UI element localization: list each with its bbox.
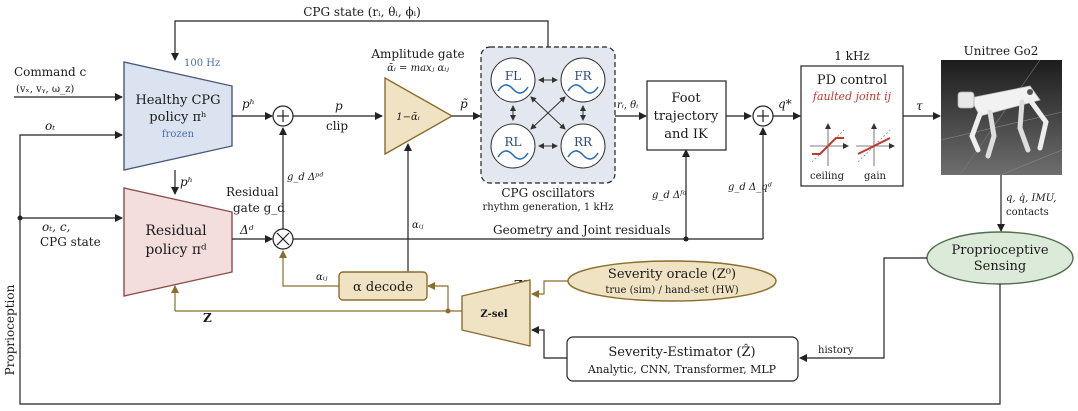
ph-top-label: pʰ [242,97,255,111]
gd-delta-p-label: g_d Δᵖᵈ [287,172,323,183]
p-label: p [335,99,343,113]
alpha-ij-up-label: αᵢⱼ [412,220,424,231]
oscillator-rr: RR [560,123,606,169]
osc-fl-label: FL [505,69,521,83]
amplitude-gate-inner: 1−ᾱᵢ [396,112,420,123]
residual-gate-label-1: Residual [226,185,279,199]
residual-inputs: oₜ, c, [42,220,70,234]
amplitude-gate-title: Amplitude gate [370,47,464,61]
alpha-decode-label: α decode [353,280,413,295]
residual-policy-line1: Residual [145,223,207,239]
amplitude-gate: Amplitude gate ᾱᵢ = maxⱼ αᵢⱼ 1−ᾱᵢ [370,47,465,156]
oscillator-fl: FL [490,57,536,103]
osc-fr-label: FR [574,69,592,83]
obs-label: oₜ [45,119,55,133]
healthy-policy-line2: policy πʰ [149,110,206,125]
pd-control-block: 1 kHz PD control faulted joint ij ceilin… [800,49,904,187]
proprioceptive-sensing: Proprioceptive Sensing [926,231,1074,285]
sensing-inputs-1: q, q̇, IMU, [1006,193,1056,204]
multiply-node [272,228,294,250]
oscillator-fr: FR [560,57,606,103]
foot-ik-block: Foot trajectory and IK [646,80,727,151]
pd-fault-label: faulted joint ij [812,90,892,103]
command-vars: (vₓ, vᵧ, ω_z) [16,84,74,95]
pd-title: PD control [817,73,887,88]
estimator-line1: Severity-Estimator (Ẑ) [608,344,755,360]
robot-image: Unitree Go2 [940,44,1063,176]
cpg-caption-2: rhythm generation, 1 kHz [482,202,613,213]
cpg-caption-1: CPG oscillators [501,186,594,200]
residual-gate-label-2: gate g_d [233,201,285,215]
alpha-decode-block: α decode [338,271,428,301]
healthy-policy-block: 100 Hz Healthy CPG policy πʰ frozen [123,58,233,171]
alpha-ij-left-label: αᵢⱼ [316,272,328,283]
observation-input: oₜ oₜ, c, CPG state Proprioception [3,119,123,395]
gain-label: gain [864,171,887,182]
sum-node [272,105,294,127]
z-select-block: Z-sel [461,279,531,347]
sensing-line2: Sensing [974,259,1027,274]
r-theta-label: rᵢ, θᵢ [617,100,638,111]
oscillator-rl: RL [490,123,536,169]
q-star-label: q* [778,97,792,111]
gd-delta-f-label: g_d Δᶠᵈ [652,190,687,201]
ceiling-label: ceiling [810,171,845,182]
sum-node-2 [752,105,774,127]
sensing-inputs-2: contacts [1006,207,1049,218]
gd-delta-q-label: g_d Δ_qᵈ [728,182,772,193]
robot-dog-icon [957,85,1049,159]
command-label: Command c [14,65,87,79]
delta-d-label: Δᵈ [239,223,254,237]
oracle-line1: Severity oracle (Z⁰) [608,267,736,282]
sensing-line1: Proprioceptive [951,243,1048,258]
residual-policy-line2: policy πᵈ [145,242,207,258]
residual-policy-block: Residual policy πᵈ [123,187,233,297]
history-label: history [818,345,854,356]
healthy-policy-line1: Healthy CPG [135,93,220,108]
gain-plot-icon [856,123,895,166]
z-label: Z [203,311,212,325]
healthy-policy-rate: 100 Hz [184,58,220,69]
ceiling-plot-icon [810,123,849,166]
command-input: Command c (vₓ, vᵧ, ω_z) [14,65,123,101]
severity-estimator: Severity-Estimator (Ẑ) Analytic, CNN, Tr… [566,336,799,382]
proprioception-label: Proprioception [3,284,17,375]
cpg-state-feedback: CPG state (rᵢ, θᵢ, ϕᵢ) [171,5,549,61]
estimator-line2: Analytic, CNN, Transformer, MLP [587,363,777,376]
zsel-label: Z-sel [480,309,507,320]
osc-rr-label: RR [574,135,593,149]
ph-down-label: pʰ [180,175,193,189]
pd-rate: 1 kHz [834,49,870,63]
healthy-policy-frozen: frozen [162,129,195,140]
cpg-state-label: CPG state (rᵢ, θᵢ, ϕᵢ) [303,5,421,19]
clip-label: clip [326,119,348,133]
severity-oracle: Severity oracle (Z⁰) true (sim) / hand-s… [567,260,777,302]
amplitude-gate-formula: ᾱᵢ = maxⱼ αᵢⱼ [387,63,449,74]
robot-title: Unitree Go2 [964,44,1039,58]
cpg-oscillators: FL FR RL RR [480,46,616,184]
geometry-label: Geometry and Joint residuals [493,223,671,237]
oracle-line2: true (sim) / hand-set (HW) [605,285,738,296]
foot-ik-line3: and IK [664,127,708,142]
tau-label: τ [916,99,923,113]
foot-ik-line1: Foot [671,91,701,106]
residual-inputs-cpg: CPG state [40,235,101,249]
ptilde-label: p̃ [460,97,468,111]
foot-ik-line2: trajectory [654,109,719,124]
osc-rl-label: RL [504,135,521,149]
